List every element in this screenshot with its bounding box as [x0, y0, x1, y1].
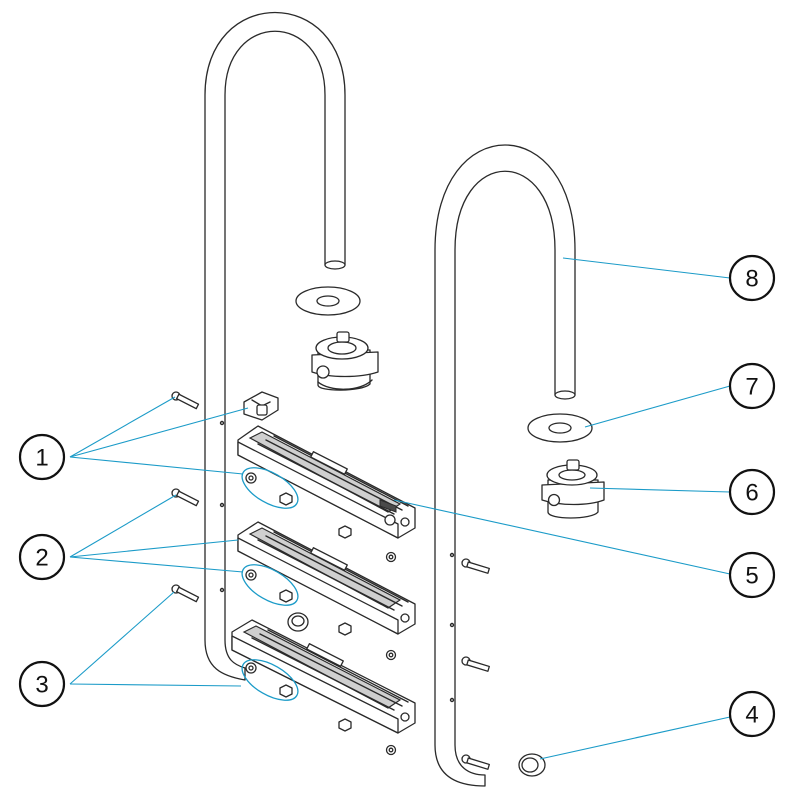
callout-7-label: 7: [745, 374, 758, 401]
anchor-clamp-left: [311, 331, 379, 391]
leader-lines: [69, 257, 731, 760]
callout-8-label: 8: [745, 266, 758, 293]
step-middle: [237, 521, 416, 635]
callout-2: 2: [18, 533, 66, 581]
step-bottom: [231, 619, 416, 734]
callout-3-label: 3: [35, 672, 48, 699]
step-hardware: [245, 472, 397, 756]
step-clip: [243, 391, 279, 421]
washer-left: [295, 286, 361, 316]
callout-1-label: 1: [35, 445, 48, 472]
callout-5-label: 5: [745, 563, 758, 590]
step-top: [237, 425, 416, 539]
anchor-clamp-right: [541, 459, 605, 519]
callout-4-label: 4: [745, 702, 758, 729]
callout-5: 5: [728, 551, 776, 599]
right-handrail: [219, 144, 576, 787]
bolts-left: [171, 391, 200, 603]
callout-6-label: 6: [745, 480, 758, 507]
highlight-rings: [241, 467, 299, 701]
callout-3: 3: [18, 660, 66, 708]
bolts-right: [461, 558, 490, 770]
callout-6: 6: [728, 468, 776, 516]
callout-4: 4: [728, 690, 776, 738]
callout-2-label: 2: [35, 545, 48, 572]
callout-8: 8: [728, 254, 776, 302]
washer-right: [527, 413, 593, 443]
callout-7: 7: [728, 362, 776, 410]
end-cap: [518, 753, 546, 777]
callout-1: 1: [18, 433, 66, 481]
